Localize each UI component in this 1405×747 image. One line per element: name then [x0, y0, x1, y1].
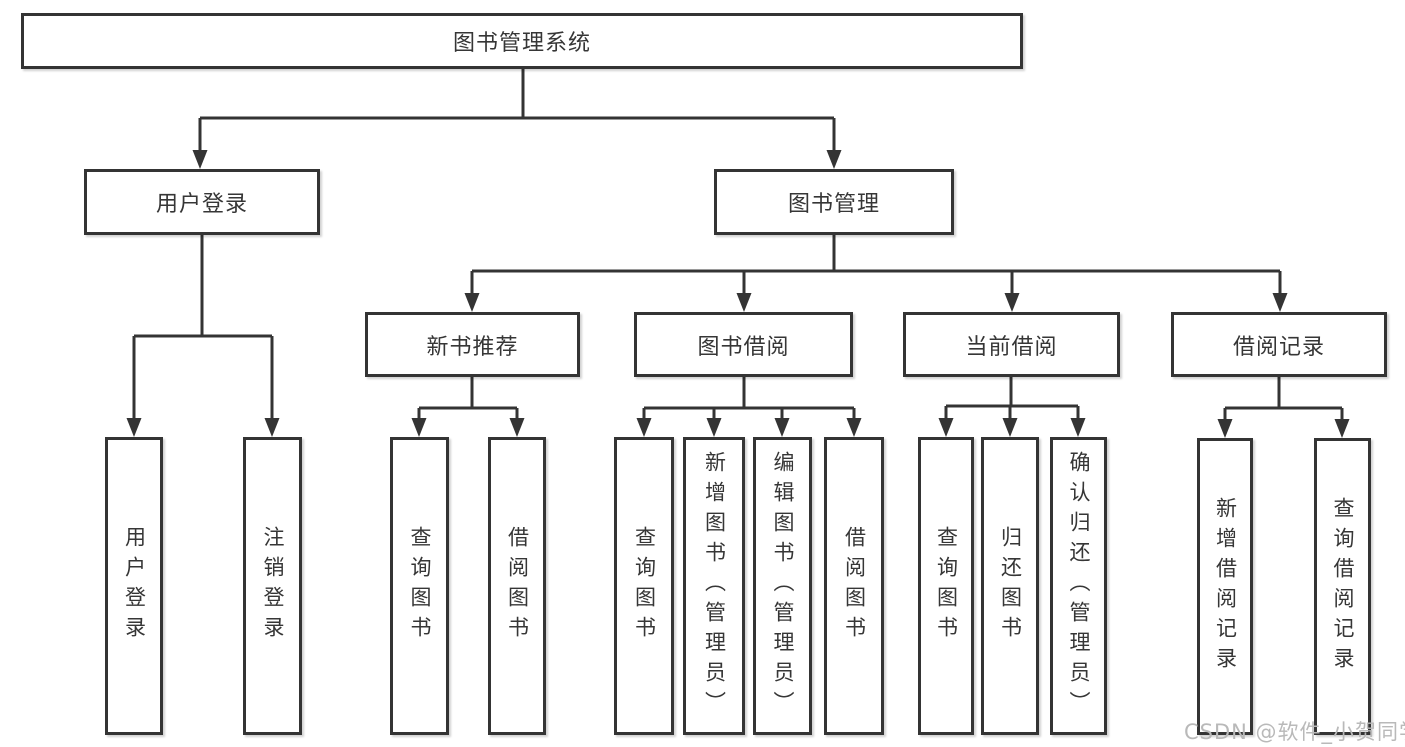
- leaf-add-borrow-record-label: 新增借阅记录: [1213, 496, 1238, 677]
- edge-root-level2: [198, 69, 836, 154]
- leaf-edit-books-admin-label: 编辑图书（管理员）: [771, 451, 795, 721]
- leaf-query-borrow-record-label: 查询借阅记录: [1331, 496, 1355, 677]
- edge-bookborrow-leaves: [642, 377, 856, 422]
- leaf-confirm-return-admin: 确认归还（管理员）: [1050, 437, 1107, 735]
- node-current-borrow-label: 当前借阅: [965, 334, 1058, 360]
- edge-currentborrow-leaves: [944, 377, 1080, 422]
- node-borrow-records: 借阅记录: [1171, 312, 1387, 377]
- leaf-query-books-current-label: 查询图书: [934, 526, 959, 646]
- leaf-query-books-current: 查询图书: [918, 437, 974, 735]
- node-user-login: 用户登录: [84, 169, 320, 235]
- node-root-label: 图书管理系统: [452, 31, 591, 56]
- leaf-add-books-admin: 新增图书（管理员）: [683, 437, 745, 735]
- node-root: 图书管理系统: [21, 13, 1023, 69]
- leaf-user-login: 用户登录: [105, 437, 163, 735]
- edge-records-leaves: [1223, 377, 1344, 423]
- leaf-borrow-books-newbooks: 借阅图书: [488, 437, 546, 735]
- edge-bookmgmt-level3: [470, 235, 1282, 297]
- leaf-user-login-label: 用户登录: [122, 526, 147, 646]
- leaf-query-books-borrow-label: 查询图书: [632, 526, 657, 646]
- node-book-borrow-label: 图书借阅: [697, 334, 790, 360]
- leaf-borrow-books-borrow-label: 借阅图书: [842, 526, 867, 646]
- leaf-borrow-books-newbooks-label: 借阅图书: [505, 526, 530, 646]
- leaf-add-books-admin-label: 新增图书（管理员）: [702, 451, 727, 721]
- edge-userlogin-leaves: [132, 235, 274, 422]
- leaf-query-books-borrow: 查询图书: [614, 437, 674, 735]
- node-current-borrow: 当前借阅: [903, 312, 1120, 377]
- leaf-borrow-books-borrow: 借阅图书: [824, 437, 884, 735]
- leaf-logout-login-label: 注销登录: [261, 526, 285, 646]
- node-borrow-records-label: 借阅记录: [1232, 334, 1325, 360]
- edge-newbooks-leaves: [417, 377, 519, 422]
- arrowheads: [126, 150, 1350, 438]
- node-book-management-label: 图书管理: [787, 192, 880, 217]
- leaf-return-books: 归还图书: [981, 437, 1039, 735]
- node-new-book-recommend: 新书推荐: [365, 312, 580, 377]
- node-book-management: 图书管理: [714, 169, 954, 235]
- node-book-borrow: 图书借阅: [634, 312, 853, 377]
- leaf-edit-books-admin: 编辑图书（管理员）: [753, 437, 812, 735]
- leaf-logout-login: 注销登录: [243, 437, 302, 735]
- leaf-query-books-newbooks: 查询图书: [390, 437, 449, 735]
- node-user-login-label: 用户登录: [155, 192, 248, 217]
- leaf-return-books-label: 归还图书: [998, 526, 1023, 646]
- leaf-confirm-return-admin-label: 确认归还（管理员）: [1067, 451, 1091, 721]
- node-new-book-recommend-label: 新书推荐: [426, 334, 519, 360]
- leaf-add-borrow-record: 新增借阅记录: [1197, 438, 1253, 735]
- leaf-query-borrow-record: 查询借阅记录: [1314, 438, 1371, 735]
- csdn-watermark: CSDN @软件_小贺同学: [1184, 720, 1405, 744]
- leaf-query-books-newbooks-label: 查询图书: [408, 526, 432, 646]
